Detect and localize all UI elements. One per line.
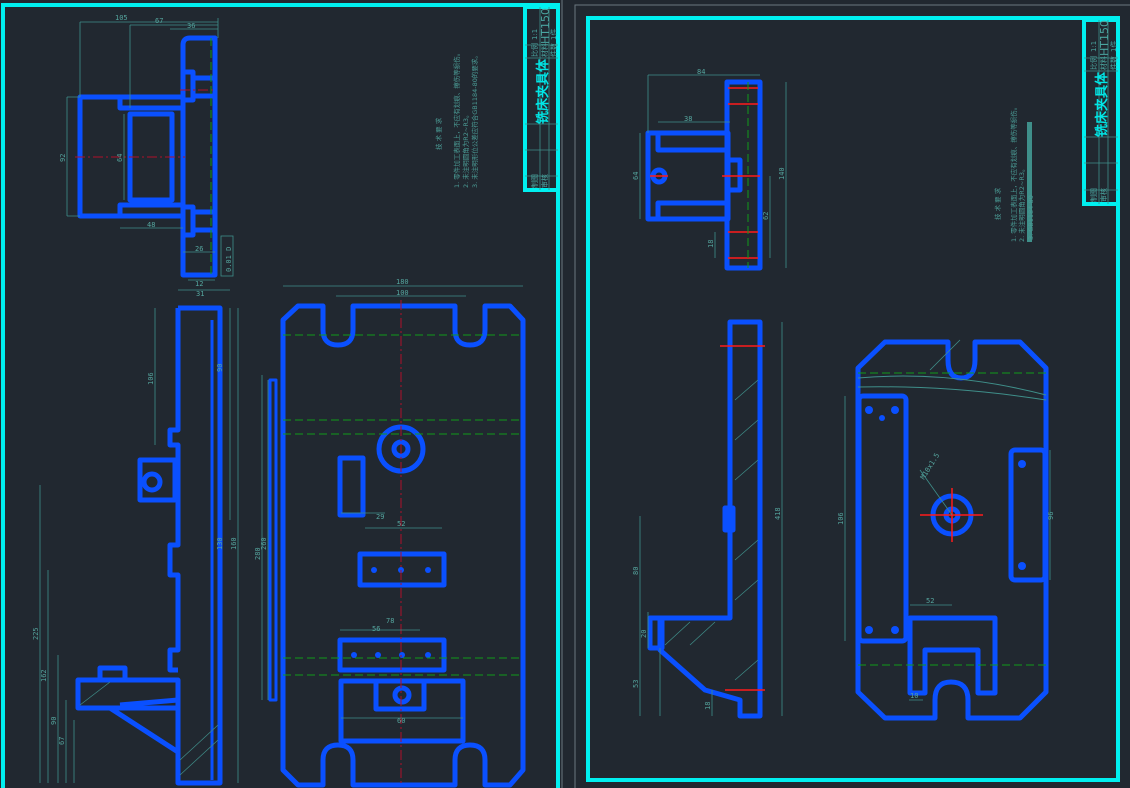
scale-label: 比例 <box>530 43 539 57</box>
scale-value: 1:1 <box>531 29 539 40</box>
sheet-right-frame <box>586 16 1120 782</box>
dim-label: 180 <box>396 278 409 286</box>
technical-notes-left: 技 术 要 求 1. 零件加工表面上，不应有划痕、擦伤等损伤。 2. 未注明圆角… <box>434 50 479 188</box>
top-view: 105 67 36 92 64 48 26 12 31 0.01 D <box>59 14 234 298</box>
title-text: 铣床夹具体 <box>1094 71 1110 137</box>
count-value: 1件 <box>549 29 558 40</box>
technical-notes-right: 技 术 要 求 1. 零件加工表面上，不应有划痕、擦伤等损伤。 2. 未注明圆角… <box>993 104 1035 242</box>
dim-label: 10 <box>910 692 918 700</box>
dim-label: 90 <box>50 717 58 725</box>
dim-label: 52 <box>397 520 405 528</box>
right-top-view: 84 38 64 140 62 18 <box>632 68 787 271</box>
note-item: 2. 未注明圆角为R2~R3。 <box>1017 165 1026 242</box>
title-block-left: 铣床夹具体 HT150 1:1 比例 材料 1件 件数 制图 审核 <box>523 5 560 192</box>
dim-label: 60 <box>397 717 405 725</box>
sheet-left-frame <box>1 3 560 788</box>
dim-label: 160 <box>230 537 238 550</box>
note-item: 3. 未注明形位公差应符合GB1184-80的要求。 <box>470 52 479 188</box>
check-label: 审核 <box>540 174 549 188</box>
count-label: 件数 <box>549 43 558 57</box>
notes-heading: 技 术 要 求 <box>993 187 1002 220</box>
dim-label: 162 <box>40 669 48 682</box>
drawn-label: 制图 <box>530 174 539 188</box>
dim-label: 84 <box>697 68 705 76</box>
dim-label: 130 <box>216 537 224 550</box>
dim-label: 18 <box>707 240 715 248</box>
dim-label: 56 <box>372 625 380 633</box>
dim-label: 80 <box>632 567 640 575</box>
dim-label: 67 <box>155 17 163 25</box>
dim-label: 38 <box>684 115 692 123</box>
dim-label: 67 <box>58 737 66 745</box>
note-item: 1. 零件加工表面上，不应有划痕、擦伤等损伤。 <box>452 50 461 188</box>
dim-label: 280 <box>254 547 262 560</box>
note-item: 1. 零件加工表面上，不应有划痕、擦伤等损伤。 <box>1009 104 1018 242</box>
dim-label: 225 <box>32 627 40 640</box>
dim-label: 20 <box>640 630 648 638</box>
dim-label: 260 <box>260 537 268 550</box>
material-value: HT150 <box>1098 20 1111 56</box>
count-label: 件数 <box>1109 56 1118 70</box>
dim-label: 140 <box>778 167 786 180</box>
tolerance-frame <box>220 235 234 277</box>
sheet-right: 铣床夹具体 HT150 1:1 比例 材料 1件 件数 制图 审核 技 术 要 … <box>574 4 1130 788</box>
material-value: HT150 <box>539 8 552 44</box>
dim-label: 62 <box>762 212 770 220</box>
dim-label: 106 <box>147 372 155 385</box>
dim-label: 64 <box>116 154 124 162</box>
dim-label: 64 <box>632 172 640 180</box>
side-view: 106 90 130 160 225 162 90 67 <box>32 305 239 786</box>
dim-label: 90 <box>216 364 224 372</box>
dim-label: 78 <box>386 617 394 625</box>
right-plan-view: M10x1.5 106 96 52 10 <box>837 339 1055 721</box>
sheet-left: 铣床夹具体 HT150 1:1 比例 材料 1件 件数 制图 审核 技 术 要 … <box>1 0 563 788</box>
dim-label: 53 <box>632 680 640 688</box>
dim-label: 418 <box>774 507 782 520</box>
scale-label: 比例 <box>1089 56 1098 70</box>
front-view: 180 100 52 78 56 60 29 280 260 <box>254 278 526 788</box>
count-value: 1件 <box>1109 41 1118 52</box>
dim-label: 96 <box>1047 512 1055 520</box>
dim-label: 31 <box>196 290 204 298</box>
drawn-label: 制图 <box>1089 188 1098 202</box>
thread-label: M10x1.5 <box>919 452 941 481</box>
dim-label: 26 <box>195 245 203 253</box>
title-block-right: 铣床夹具体 HT150 1:1 比例 材料 1件 件数 制图 审核 <box>1082 18 1120 206</box>
check-label: 审核 <box>1099 188 1108 202</box>
material-label: 材料 <box>1099 56 1108 70</box>
dim-label: 105 <box>115 14 128 22</box>
dim-label: 92 <box>59 154 67 162</box>
scale-value: 1:1 <box>1090 41 1098 52</box>
dim-label: 100 <box>396 289 409 297</box>
note-item: 2. 未注明圆角为R2~R3。 <box>461 111 470 188</box>
dim-label: 36 <box>187 22 195 30</box>
tolerance-label: 0.01 D <box>225 247 233 272</box>
dim-label: 12 <box>195 280 203 288</box>
title-text: 铣床夹具体 <box>535 58 551 124</box>
dim-label: 18 <box>704 702 712 710</box>
material-label: 材料 <box>540 43 549 57</box>
dim-label: 106 <box>837 512 845 525</box>
notes-heading: 技 术 要 求 <box>434 117 443 150</box>
dim-label: 29 <box>376 513 384 521</box>
note-item: 3. GB1184-80 <box>1027 195 1035 240</box>
dim-label: 48 <box>147 221 155 229</box>
right-side-view: 418 80 20 53 18 <box>632 319 783 719</box>
dim-label: 52 <box>926 597 934 605</box>
sheet-right-outer <box>574 4 1130 788</box>
